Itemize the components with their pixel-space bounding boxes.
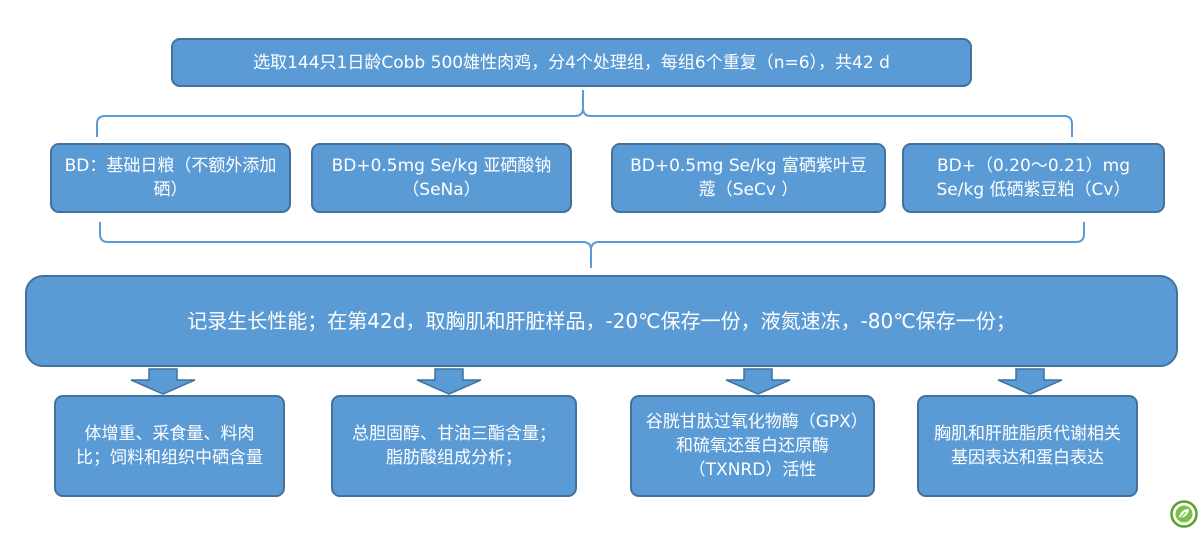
treatment-text: BD+0.5mg Se/kg 富硒紫叶豆蔻（SeCv ）: [630, 156, 867, 200]
treatment-box-bd: BD：基础日粮（不额外添加硒）: [50, 143, 291, 213]
output-text: 体增重、采食量、料肉比；饲料和组织中硒含量: [76, 424, 263, 468]
top-box: 选取144只1日龄Cobb 500雄性肉鸡，分4个处理组，每组6个重复（n=6）…: [171, 38, 972, 87]
top-box-text: 选取144只1日龄Cobb 500雄性肉鸡，分4个处理组，每组6个重复（n=6）…: [253, 52, 890, 73]
treatment-box-cv: BD+（0.20～0.21）mg Se/kg 低硒紫豆粕（Cv）: [902, 143, 1165, 213]
lower-brace: [99, 222, 1085, 268]
leaf-logo-icon: [1170, 500, 1198, 528]
down-arrow-1: [130, 368, 196, 395]
treatment-text: BD+0.5mg Se/kg 亚硒酸钠（SeNa）: [331, 156, 552, 200]
down-arrow-3: [725, 368, 791, 395]
down-arrow-2: [416, 368, 482, 395]
upper-brace: [96, 90, 1073, 137]
output-box-lipids: 总胆固醇、甘油三酯含量；脂肪酸组成分析；: [331, 395, 577, 497]
treatment-text: BD：基础日粮（不额外添加硒）: [64, 156, 277, 200]
down-arrow-4: [997, 368, 1063, 395]
output-text: 谷胱甘肽过氧化物酶（GPX）和硫氧还蛋白还原酶（TXNRD）活性: [645, 412, 860, 480]
main-box: 记录生长性能；在第42d，取胸肌和肝脏样品，-20℃保存一份，液氮速冻，-80℃…: [25, 275, 1178, 367]
output-text: 总胆固醇、甘油三酯含量；脂肪酸组成分析；: [352, 424, 556, 468]
treatment-box-secv: BD+0.5mg Se/kg 富硒紫叶豆蔻（SeCv ）: [611, 143, 886, 213]
output-box-growth: 体增重、采食量、料肉比；饲料和组织中硒含量: [54, 395, 285, 497]
output-box-enzymes: 谷胱甘肽过氧化物酶（GPX）和硫氧还蛋白还原酶（TXNRD）活性: [630, 395, 875, 497]
treatment-text: BD+（0.20～0.21）mg Se/kg 低硒紫豆粕（Cv）: [936, 156, 1131, 200]
output-box-gene-expression: 胸肌和肝脏脂质代谢相关基因表达和蛋白表达: [917, 395, 1138, 497]
treatment-box-sena: BD+0.5mg Se/kg 亚硒酸钠（SeNa）: [311, 143, 572, 213]
main-box-text: 记录生长性能；在第42d，取胸肌和肝脏样品，-20℃保存一份，液氮速冻，-80℃…: [187, 309, 1016, 333]
output-text: 胸肌和肝脏脂质代谢相关基因表达和蛋白表达: [934, 424, 1121, 468]
